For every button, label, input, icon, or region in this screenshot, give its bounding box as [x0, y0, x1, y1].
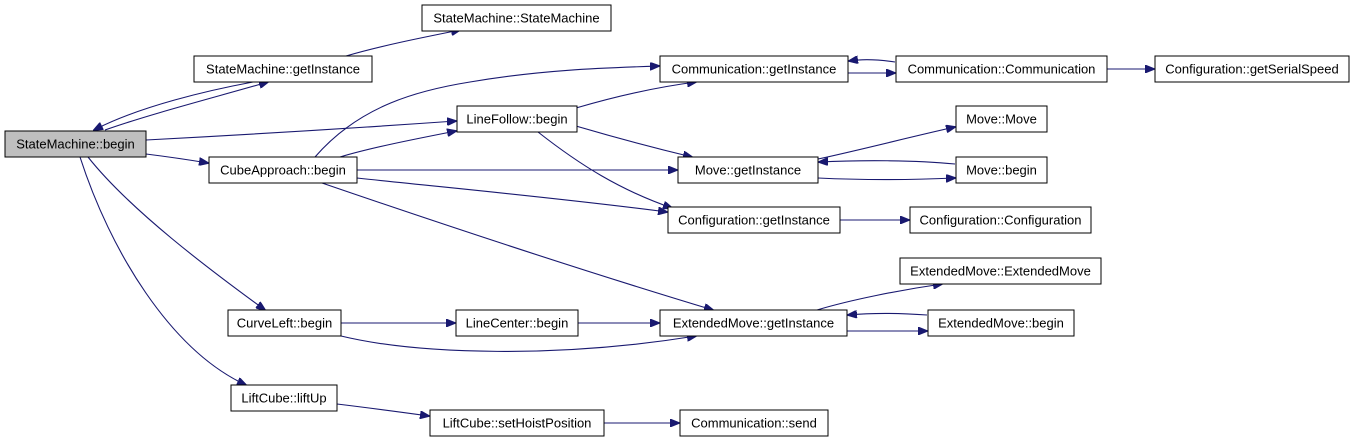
node-box	[667, 206, 841, 234]
node-move-getInstance[interactable]: Move::getInstance	[677, 156, 819, 184]
node-label: Communication::getInstance	[672, 62, 837, 77]
edge-sm-begin-to-lf-begin	[145, 121, 456, 141]
node-box	[208, 156, 358, 184]
node-box	[429, 409, 605, 437]
node-label: ExtendedMove::ExtendedMove	[910, 264, 1091, 279]
node-label: StateMachine::StateMachine	[433, 11, 599, 26]
node-box	[227, 309, 342, 337]
edge-ca-begin-to-comm-getInstance	[314, 66, 659, 158]
node-box	[230, 384, 338, 412]
node-label: LiftCube::liftUp	[241, 391, 326, 406]
edge-sm-begin-to-lift-up	[79, 156, 246, 385]
edges-layer	[79, 30, 1154, 423]
node-comm-getInstance[interactable]: Communication::getInstance	[659, 55, 849, 83]
node-lc-begin[interactable]: LineCenter::begin	[455, 309, 579, 337]
edge-sm-begin-to-cl-begin	[87, 156, 265, 310]
node-box	[421, 4, 612, 32]
node-box	[899, 257, 1102, 285]
node-ca-begin[interactable]: CubeApproach::begin	[208, 156, 358, 184]
node-label: Configuration::getInstance	[678, 213, 830, 228]
edge-sm-getInstance-to-sm-ctor	[345, 30, 460, 57]
node-label: CubeApproach::begin	[220, 163, 346, 178]
node-em-ctor[interactable]: ExtendedMove::ExtendedMove	[899, 257, 1102, 285]
edge-lf-begin-to-move-getInstance	[575, 125, 692, 157]
node-cfg-getInstance[interactable]: Configuration::getInstance	[667, 206, 841, 234]
node-lift-up[interactable]: LiftCube::liftUp	[230, 384, 338, 412]
node-label: ExtendedMove::begin	[938, 316, 1064, 331]
edge-move-begin-to-move-getInstance	[819, 161, 956, 164]
node-box	[677, 156, 819, 184]
node-lf-begin[interactable]: LineFollow::begin	[456, 105, 578, 133]
edge-ca-begin-to-lf-begin	[339, 131, 456, 158]
node-box	[895, 55, 1108, 83]
node-box	[659, 309, 848, 337]
node-label: CurveLeft::begin	[237, 316, 332, 331]
node-label: LiftCube::setHoistPosition	[443, 416, 592, 431]
node-box	[455, 309, 579, 337]
nodes-layer: StateMachine::begin StateMachine::StateMa…	[4, 4, 1350, 437]
node-em-begin[interactable]: ExtendedMove::begin	[927, 309, 1075, 337]
node-label: LineFollow::begin	[466, 112, 567, 127]
node-box	[679, 409, 829, 437]
node-em-getInstance[interactable]: ExtendedMove::getInstance	[659, 309, 848, 337]
node-box	[909, 206, 1092, 234]
node-move-begin[interactable]: Move::begin	[955, 156, 1048, 184]
node-label: Move::Move	[966, 112, 1037, 127]
edge-ca-begin-to-cfg-getInstance	[356, 177, 667, 212]
edge-move-getInstance-to-move-move	[817, 127, 955, 160]
node-lift-hoist[interactable]: LiftCube::setHoistPosition	[429, 409, 605, 437]
node-label: Configuration::Configuration	[920, 213, 1082, 228]
edge-ca-begin-to-em-getInstance	[321, 182, 713, 310]
edge-comm-ctor-to-comm-getInstance	[849, 60, 896, 62]
node-cl-begin[interactable]: CurveLeft::begin	[227, 309, 342, 337]
node-label: StateMachine::getInstance	[206, 62, 360, 77]
node-sm-getInstance[interactable]: StateMachine::getInstance	[193, 55, 373, 83]
node-label: Communication::send	[691, 416, 817, 431]
node-comm-send[interactable]: Communication::send	[679, 409, 829, 437]
node-label: LineCenter::begin	[466, 316, 569, 331]
node-box	[659, 55, 849, 83]
node-label: StateMachine::begin	[16, 137, 135, 152]
node-box	[456, 105, 578, 133]
node-move-move[interactable]: Move::Move	[955, 105, 1048, 133]
edge-lf-begin-to-cfg-getInstance	[537, 131, 672, 208]
node-label: Communication::Communication	[908, 62, 1096, 77]
edge-sm-getInstance-to-sm-begin	[94, 81, 254, 130]
node-box	[927, 309, 1075, 337]
node-label: Move::getInstance	[695, 163, 801, 178]
node-box	[955, 156, 1048, 184]
node-box	[4, 130, 147, 158]
edge-lf-begin-to-comm-getInstance	[575, 82, 696, 109]
node-box	[1154, 55, 1350, 83]
edge-move-getInstance-to-move-begin	[817, 178, 955, 180]
edge-cl-begin-to-em-getInstance	[340, 336, 696, 352]
edge-em-getInstance-to-em-ctor	[816, 284, 942, 311]
node-label: Move::begin	[966, 163, 1037, 178]
edge-lift-up-to-lift-hoist	[336, 403, 429, 416]
edge-sm-begin-to-sm-getInstance	[104, 82, 268, 131]
node-cfg-serial[interactable]: Configuration::getSerialSpeed	[1154, 55, 1350, 83]
node-box	[955, 105, 1048, 133]
edge-sm-begin-to-ca-begin	[145, 153, 208, 163]
node-sm-begin[interactable]: StateMachine::begin	[4, 130, 147, 158]
node-sm-ctor[interactable]: StateMachine::StateMachine	[421, 4, 612, 32]
node-label: Configuration::getSerialSpeed	[1165, 62, 1338, 77]
node-cfg-ctor[interactable]: Configuration::Configuration	[909, 206, 1092, 234]
edge-em-begin-to-em-getInstance	[848, 314, 928, 316]
node-box	[193, 55, 373, 83]
node-comm-ctor[interactable]: Communication::Communication	[895, 55, 1108, 83]
node-label: ExtendedMove::getInstance	[673, 316, 834, 331]
